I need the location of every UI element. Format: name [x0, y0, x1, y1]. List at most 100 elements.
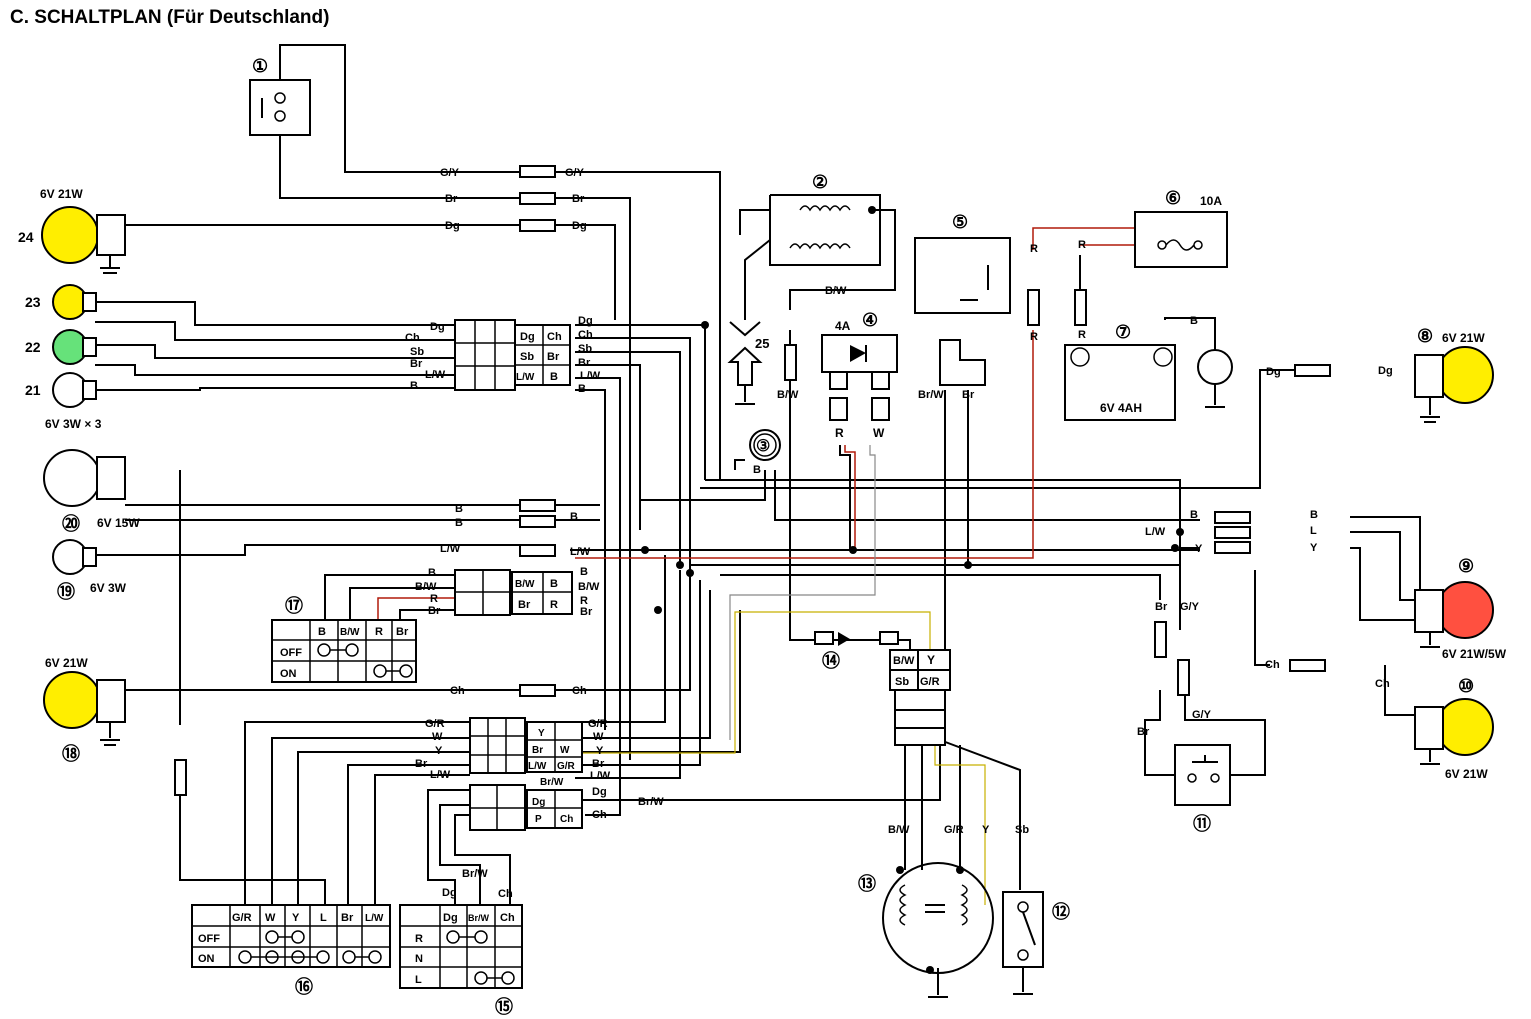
sw16-h3: L [320, 912, 327, 924]
wire-label-12: Dg [578, 315, 593, 327]
wire-label-59: G/R [588, 718, 608, 730]
inline-couplers [174, 165, 1331, 796]
wire-label-18: B/W [825, 285, 847, 297]
battery-7: ⑦ 6V 4AH [1064, 322, 1233, 421]
lamp-19-number: ⑲ [57, 581, 75, 602]
relay-5: ⑤ Br/W Br [914, 212, 1011, 401]
red-wires [377, 227, 1216, 622]
sw16-h5: L/W [365, 913, 384, 924]
stator-13: ⑬ [858, 862, 994, 998]
sw16-r1: ON [198, 953, 215, 965]
wire-label-53: Ch [572, 685, 587, 697]
rectifier-4-wire-r: R [835, 426, 844, 440]
wire-label-73: Sb [1015, 824, 1029, 836]
wire-label-63: L/W [590, 770, 611, 782]
lamp-18-rating: 6V 21W [45, 656, 88, 670]
cdi-y: Y [927, 653, 935, 667]
junction-dots [641, 206, 1184, 974]
wire-label-58: L/W [430, 769, 451, 781]
c-dg: Dg [520, 331, 535, 343]
wire-label-27: B [455, 503, 463, 515]
wire-label-51: Ch [1375, 678, 1390, 690]
wire-label-40: R [430, 593, 438, 605]
wire-label-33: B [1310, 509, 1318, 521]
c16-w: W [560, 745, 570, 756]
fuse-6-number: ⑥ [1165, 188, 1181, 208]
wire-label-0: G/Y [440, 167, 460, 179]
wire-label-39: B/W [415, 581, 437, 593]
fuse-6-rating: 10A [1200, 194, 1222, 208]
lamp-18-number: ⑱ [62, 743, 80, 764]
battery-7-rating: 6V 4AH [1100, 401, 1142, 415]
horn-25: 25 [727, 321, 769, 405]
connector-15: Br/W Dg P Ch [469, 777, 583, 831]
lamp-10: ⑩ 6V 21W [1414, 676, 1494, 781]
lamp-19: ⑲ 6V 3W [52, 539, 127, 602]
wire-label-20: R [1030, 243, 1038, 255]
wire-labels: G/Y G/Y Br Br Dg Dg Ch Sb Br L/W B Dg Dg… [405, 167, 1393, 900]
wire-label-41: Br [428, 605, 441, 617]
wire-label-61: Y [596, 745, 604, 757]
wire-label-1: G/Y [565, 167, 585, 179]
lamp-20-rating: 6V 15W [97, 516, 140, 530]
wire-label-45: Br [580, 606, 593, 618]
wire-label-32: B [1190, 509, 1198, 521]
switch-17: B B/W R Br OFF ON ⑰ [271, 595, 417, 683]
lamp-24-number: 24 [18, 229, 34, 245]
c-sb: Sb [520, 351, 534, 363]
wire-label-55: W [432, 731, 443, 743]
switch-16-number: ⑯ [295, 976, 313, 997]
wire-label-71: G/R [944, 824, 964, 836]
wire-label-14: Sb [578, 343, 592, 355]
lamp-21-number: 21 [25, 382, 41, 398]
sw17-h3: Br [396, 626, 409, 638]
wire-label-66: Br/W [638, 796, 664, 808]
switch-12-number: ⑫ [1052, 901, 1070, 922]
c15-p: P [535, 814, 542, 825]
ignition-3-wire: B [753, 464, 761, 476]
lamp-10-number: ⑩ [1458, 676, 1474, 696]
lamp-23-number: 23 [25, 294, 41, 310]
wire-label-60: W [593, 731, 604, 743]
lamp-8-rating: 6V 21W [1442, 331, 1485, 345]
relay-5-wire-br: Br [962, 389, 975, 401]
wire-label-11: Dg [430, 321, 445, 333]
sw15-r1: N [415, 953, 423, 965]
ignition-3-number: ③ [756, 438, 770, 455]
wire-label-24: B [1190, 315, 1198, 327]
wire-label-23: R [1078, 329, 1086, 341]
wire-label-13: Ch [578, 329, 593, 341]
wire-label-62: Br [592, 758, 605, 770]
c15-dg: Dg [532, 797, 545, 808]
sw15-r0: R [415, 933, 423, 945]
lamp-9: ⑨ 6V 21W/5W [1414, 556, 1507, 661]
rectifier-4: ④ 4A R W [821, 310, 898, 440]
wire-label-43: B/W [578, 581, 600, 593]
wire-label-47: G/Y [1180, 601, 1200, 613]
lamp-20-number: ⑳ [62, 513, 80, 534]
cdi-unit: B/W Y Sb G/R [889, 649, 951, 746]
sw15-h2: Ch [500, 912, 515, 924]
wire-label-10: B [410, 380, 418, 392]
thin-wires [575, 445, 986, 905]
c17-bw: B/W [515, 579, 535, 590]
wire-label-42: B [580, 566, 588, 578]
wire-label-44: R [580, 595, 588, 607]
sw16-r0: OFF [198, 933, 220, 945]
wire-label-6: Ch [405, 332, 420, 344]
lamp-22-number: 22 [25, 339, 41, 355]
wire-label-57: Br [415, 758, 428, 770]
switch-16: G/R W Y L Br L/W OFF ON ⑯ [191, 904, 391, 997]
diodes-14-number: ⑭ [822, 650, 840, 671]
lamp-18: ⑱ 6V 21W [43, 656, 126, 764]
wire-label-37: Y [1310, 542, 1318, 554]
wire-label-54: G/R [425, 718, 445, 730]
c17-br: Br [518, 599, 531, 611]
rectifier-4-wire-w: W [873, 426, 885, 440]
wire-label-7: Sb [410, 346, 424, 358]
wire-label-25: Dg [1266, 366, 1281, 378]
battery-7-number: ⑦ [1115, 322, 1131, 342]
relay-5-wire-brw: Br/W [918, 389, 944, 401]
c-b: B [550, 371, 558, 383]
switch-11-number: ⑪ [1193, 813, 1211, 834]
